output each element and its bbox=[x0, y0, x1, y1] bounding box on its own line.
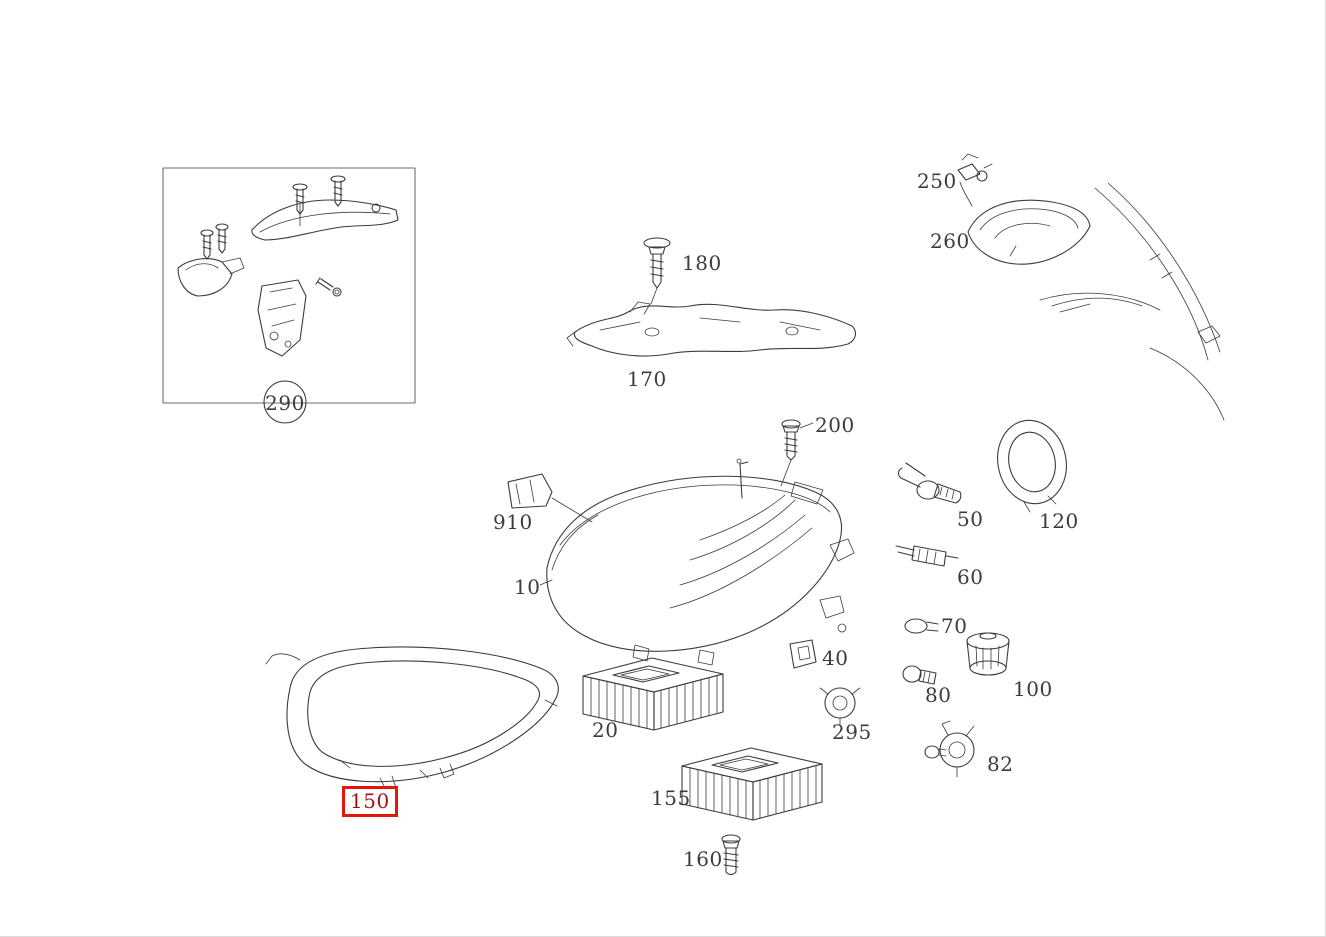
part-label-200[interactable]: 200 bbox=[815, 413, 855, 437]
part-910-drawing bbox=[507, 473, 593, 523]
part-label-120[interactable]: 120 bbox=[1039, 509, 1079, 533]
part-60-drawing bbox=[895, 545, 959, 567]
part-82-drawing bbox=[924, 720, 975, 778]
part-label-160[interactable]: 160 bbox=[683, 847, 723, 871]
part-label-100[interactable]: 100 bbox=[1013, 677, 1053, 701]
part-80-drawing bbox=[902, 665, 937, 685]
part-290-drawing bbox=[162, 167, 416, 424]
part-40-drawing bbox=[789, 639, 817, 669]
part-label-50[interactable]: 50 bbox=[957, 507, 984, 531]
part-label-260[interactable]: 260 bbox=[930, 229, 970, 253]
part-label-10[interactable]: 10 bbox=[514, 575, 541, 599]
part-label-170[interactable]: 170 bbox=[627, 367, 667, 391]
part-label-250[interactable]: 250 bbox=[917, 169, 957, 193]
part-100-drawing bbox=[966, 632, 1010, 676]
part-200-drawing bbox=[780, 419, 814, 487]
vehicle-sketch bbox=[1039, 182, 1225, 421]
part-label-295[interactable]: 295 bbox=[832, 720, 872, 744]
part-label-20[interactable]: 20 bbox=[592, 718, 619, 742]
part-label-82[interactable]: 82 bbox=[987, 752, 1014, 776]
part-label-40[interactable]: 40 bbox=[822, 646, 849, 670]
part-label-60[interactable]: 60 bbox=[957, 565, 984, 589]
part-260-drawing bbox=[967, 199, 1091, 265]
part-50-drawing bbox=[897, 462, 962, 504]
part-10-drawing bbox=[539, 458, 855, 666]
part-70-drawing bbox=[904, 618, 939, 634]
part-label-70[interactable]: 70 bbox=[941, 614, 968, 638]
part-170-drawing bbox=[566, 301, 857, 357]
highlight-box-150: 150 bbox=[342, 786, 398, 817]
part-250-drawing bbox=[957, 153, 993, 207]
part-label-150[interactable]: 150 bbox=[350, 789, 390, 813]
part-label-290[interactable]: 290 bbox=[265, 391, 305, 415]
part-160-drawing bbox=[721, 834, 741, 876]
part-180-drawing bbox=[643, 237, 671, 305]
part-155-drawing bbox=[681, 747, 823, 821]
part-150-drawing bbox=[265, 646, 559, 791]
part-120-drawing bbox=[997, 419, 1067, 513]
part-label-180[interactable]: 180 bbox=[682, 251, 722, 275]
part-label-155[interactable]: 155 bbox=[651, 786, 691, 810]
part-295-drawing bbox=[819, 687, 861, 727]
part-label-80[interactable]: 80 bbox=[925, 683, 952, 707]
part-label-910[interactable]: 910 bbox=[493, 510, 533, 534]
